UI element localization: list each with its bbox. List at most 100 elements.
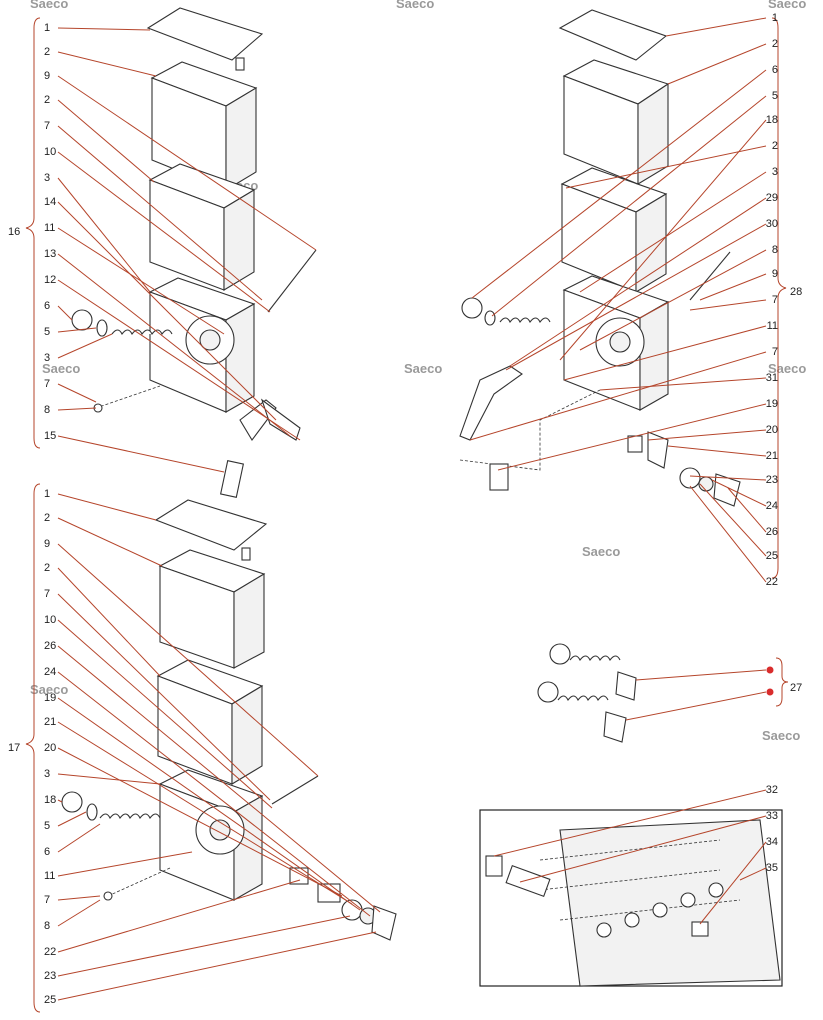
leader-line — [699, 483, 767, 557]
callout-label: 15 — [44, 430, 56, 442]
leader-line — [57, 879, 301, 953]
lid-hinge — [241, 547, 251, 561]
watermark-logo: Saeco — [396, 0, 434, 11]
long-screw — [271, 775, 319, 805]
leader-line — [57, 517, 163, 567]
leader-line — [57, 543, 319, 777]
auger-washer — [96, 319, 108, 337]
callout-label: 9 — [44, 538, 50, 550]
leader-line — [57, 125, 263, 301]
callout-label: 31 — [766, 372, 778, 384]
callout-label: 6 — [44, 300, 50, 312]
leader-line — [57, 619, 273, 809]
marker-dot — [766, 688, 774, 696]
leader-line — [57, 201, 277, 421]
gear-hub — [609, 331, 631, 353]
leader-line — [57, 75, 317, 251]
callout-label: 7 — [772, 346, 778, 358]
auger-knob — [461, 297, 483, 319]
leader-line — [57, 799, 63, 803]
group-id-label: 16 — [8, 226, 20, 238]
hopper-upper-side — [233, 573, 265, 669]
tube-piece — [505, 864, 551, 898]
callout-label: 7 — [44, 120, 50, 132]
leader-line — [579, 171, 767, 293]
watermark-text: Saeco — [404, 361, 442, 376]
callout-label: 3 — [44, 768, 50, 780]
end-cap — [371, 905, 397, 941]
auger-spiral — [499, 317, 551, 324]
callout-label: 2 — [44, 512, 50, 524]
callout-label: 8 — [44, 404, 50, 416]
leader-line — [57, 593, 271, 801]
auger-knob — [549, 643, 571, 665]
leader-line — [493, 789, 767, 857]
leader-line — [57, 773, 161, 785]
leader-line — [579, 249, 767, 351]
callout-label: 35 — [766, 862, 778, 874]
leader-line — [57, 823, 101, 853]
callout-label: 21 — [766, 450, 778, 462]
watermark-text: Saeco — [30, 682, 68, 697]
latch-block — [489, 463, 509, 491]
leader-line — [711, 479, 767, 507]
callout-label: 18 — [766, 114, 778, 126]
wire-lever — [459, 365, 523, 441]
callout-label: 23 — [44, 970, 56, 982]
leader-line — [57, 899, 101, 927]
leader-line — [471, 69, 767, 299]
long-screw — [689, 251, 731, 301]
clip-piece — [691, 921, 709, 937]
leader-line — [699, 841, 767, 925]
gear-hub — [209, 819, 231, 841]
callout-label: 6 — [772, 64, 778, 76]
leader-line — [57, 253, 291, 437]
hopper-middle-side — [223, 189, 255, 291]
callout-label: 7 — [772, 294, 778, 306]
group-brace — [775, 657, 789, 707]
leader-line — [599, 377, 767, 391]
coupling-part — [627, 435, 643, 453]
callout-label: 2 — [772, 140, 778, 152]
group-17-assembly — [61, 499, 397, 941]
leader-line — [57, 333, 113, 359]
leader-line — [519, 815, 767, 883]
watermarks: Saeco Saeco Saeco Saeco Saeco Saeco Saec… — [30, 0, 806, 883]
auger-spiral — [99, 813, 161, 820]
leader-line — [57, 151, 271, 313]
group-27-assembly — [537, 643, 789, 743]
leader-line — [635, 669, 767, 681]
callout-label: 1 — [44, 22, 50, 34]
watermark-text: Saeco — [396, 0, 434, 11]
socket-4 — [680, 892, 696, 908]
callout-label: 22 — [766, 576, 778, 588]
auger-head — [603, 711, 627, 743]
socket-1 — [596, 922, 612, 938]
leader-line — [469, 351, 767, 441]
leader-line — [57, 895, 101, 901]
callout-label: 20 — [44, 742, 56, 754]
callout-label: 6 — [44, 846, 50, 858]
callout-label: 9 — [44, 70, 50, 82]
group-28-brace — [771, 17, 787, 579]
auger-knob — [537, 681, 559, 703]
leader-line — [57, 279, 301, 441]
callout-label: 11 — [44, 222, 55, 234]
leader-line — [509, 197, 767, 367]
leader-line — [57, 305, 73, 321]
leader-line — [563, 325, 767, 381]
leader-line — [505, 223, 767, 371]
auger-knob — [61, 791, 83, 813]
leader-line — [739, 867, 767, 881]
callout-label: 3 — [44, 172, 50, 184]
leader-line — [57, 721, 353, 905]
leader-line — [57, 51, 157, 77]
leader-line — [57, 435, 225, 473]
long-screw — [267, 249, 317, 313]
leader-line — [57, 177, 151, 293]
callout-label: 13 — [44, 248, 56, 260]
callout-label: 7 — [44, 378, 50, 390]
lid-hinge — [235, 57, 245, 71]
callout-label: 25 — [766, 550, 778, 562]
